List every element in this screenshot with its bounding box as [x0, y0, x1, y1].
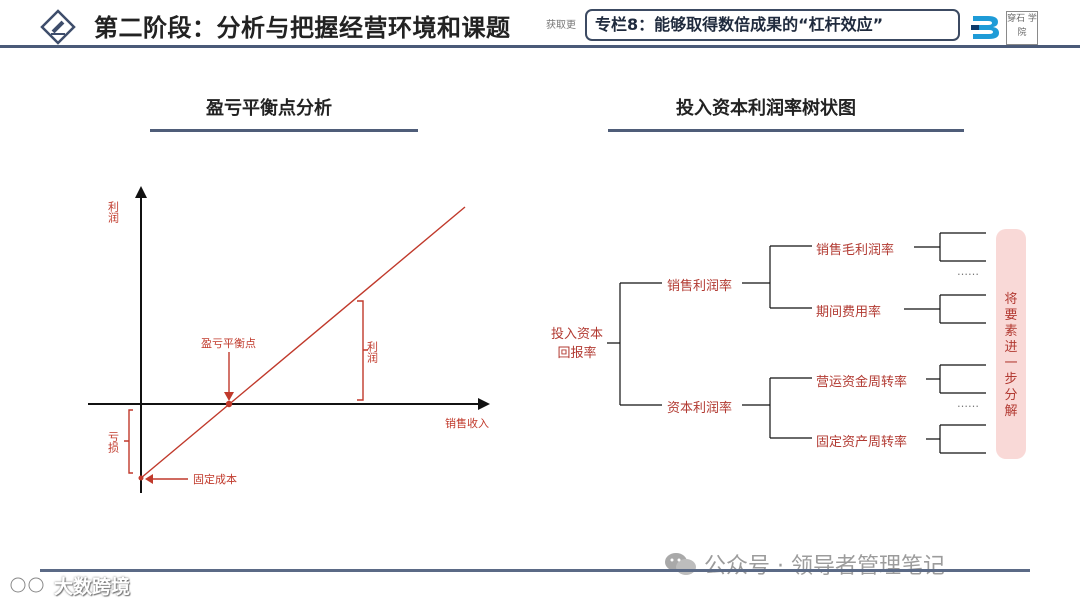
- breakeven-arrow-icon: [224, 392, 234, 401]
- tree-leaf-working-capital: 营运资金周转率: [816, 375, 908, 390]
- decompose-note-text: 将要素进一步分解: [1004, 292, 1018, 419]
- header-bar: 第二阶段：分析与把握经营环境和课题 获取更 专栏8：能够取得数倍成果的“杠杆效应…: [0, 0, 1080, 52]
- breakeven-section-title: 盈亏平衡点分析: [206, 98, 332, 119]
- tree-node-sales-margin: 销售利润率: [667, 279, 733, 294]
- tree-root-node: 投入资本回报率: [550, 327, 603, 361]
- profit-bracket: [357, 300, 368, 401]
- profit-label: 利润: [366, 341, 379, 363]
- loss-label: 亏损: [107, 431, 120, 454]
- leaf4-connector: [926, 424, 986, 454]
- brand-logo-icon: [971, 16, 999, 39]
- ellipsis-lower: ……: [957, 397, 979, 410]
- leaf2-connector: [904, 294, 986, 324]
- breakeven-diagram: 利润 销售收入 盈亏平衡点 利润 亏损 固定成本: [88, 186, 490, 493]
- y-axis-label: 利润: [107, 201, 120, 223]
- y-axis-arrow-icon: [135, 186, 147, 198]
- breakeven-title-underline: [150, 129, 418, 132]
- watermark-text: 公众号 · 领导者管理笔记: [704, 554, 945, 579]
- tree-leaf-gross-margin: 销售毛利润率: [816, 243, 895, 258]
- page-title: 第二阶段：分析与把握经营环境和课题: [94, 14, 511, 42]
- x-axis-arrow-icon: [478, 398, 490, 410]
- ellipsis-upper: ……: [957, 265, 979, 278]
- root-connector: [607, 282, 662, 406]
- roic-title-underline: [608, 129, 964, 132]
- tree-node-capital-margin: 资本利润率: [667, 401, 733, 416]
- fixed-cost-arrow-icon: [145, 474, 153, 484]
- footer-brand: 大数跨境: [54, 576, 131, 598]
- footer-divider: [40, 569, 1030, 572]
- fixed-cost-label: 固定成本: [193, 472, 237, 486]
- title-fragment: 获取更: [546, 20, 576, 31]
- wechat-icon: [665, 553, 696, 575]
- tree-leaf-expense-rate: 期间费用率: [816, 305, 882, 320]
- leaf1-connector: [914, 232, 986, 262]
- loss-bracket: [124, 409, 133, 474]
- breakeven-point: [225, 400, 233, 408]
- pencil-icon: [40, 9, 76, 45]
- roic-section-title: 投入资本利润率树状图: [676, 98, 856, 119]
- branch1-connector: [742, 245, 812, 309]
- breakeven-label: 盈亏平衡点: [201, 337, 256, 350]
- column-label-box: 专栏8：能够取得数倍成果的“杠杆效应”: [585, 9, 960, 41]
- brand-stamp: 穿石 学院: [1006, 11, 1038, 45]
- header-divider: [0, 45, 1080, 48]
- decompose-note-pill: [996, 229, 1026, 459]
- fixed-cost-point: [138, 475, 144, 481]
- branch2-connector: [742, 377, 812, 439]
- footer-brand-icon: [9, 576, 45, 594]
- roic-tree: [607, 232, 986, 454]
- profit-line: [140, 206, 466, 479]
- tree-leaf-fixed-asset: 固定资产周转率: [816, 435, 908, 450]
- leaf3-connector: [926, 364, 986, 394]
- x-axis-label: 销售收入: [445, 416, 489, 430]
